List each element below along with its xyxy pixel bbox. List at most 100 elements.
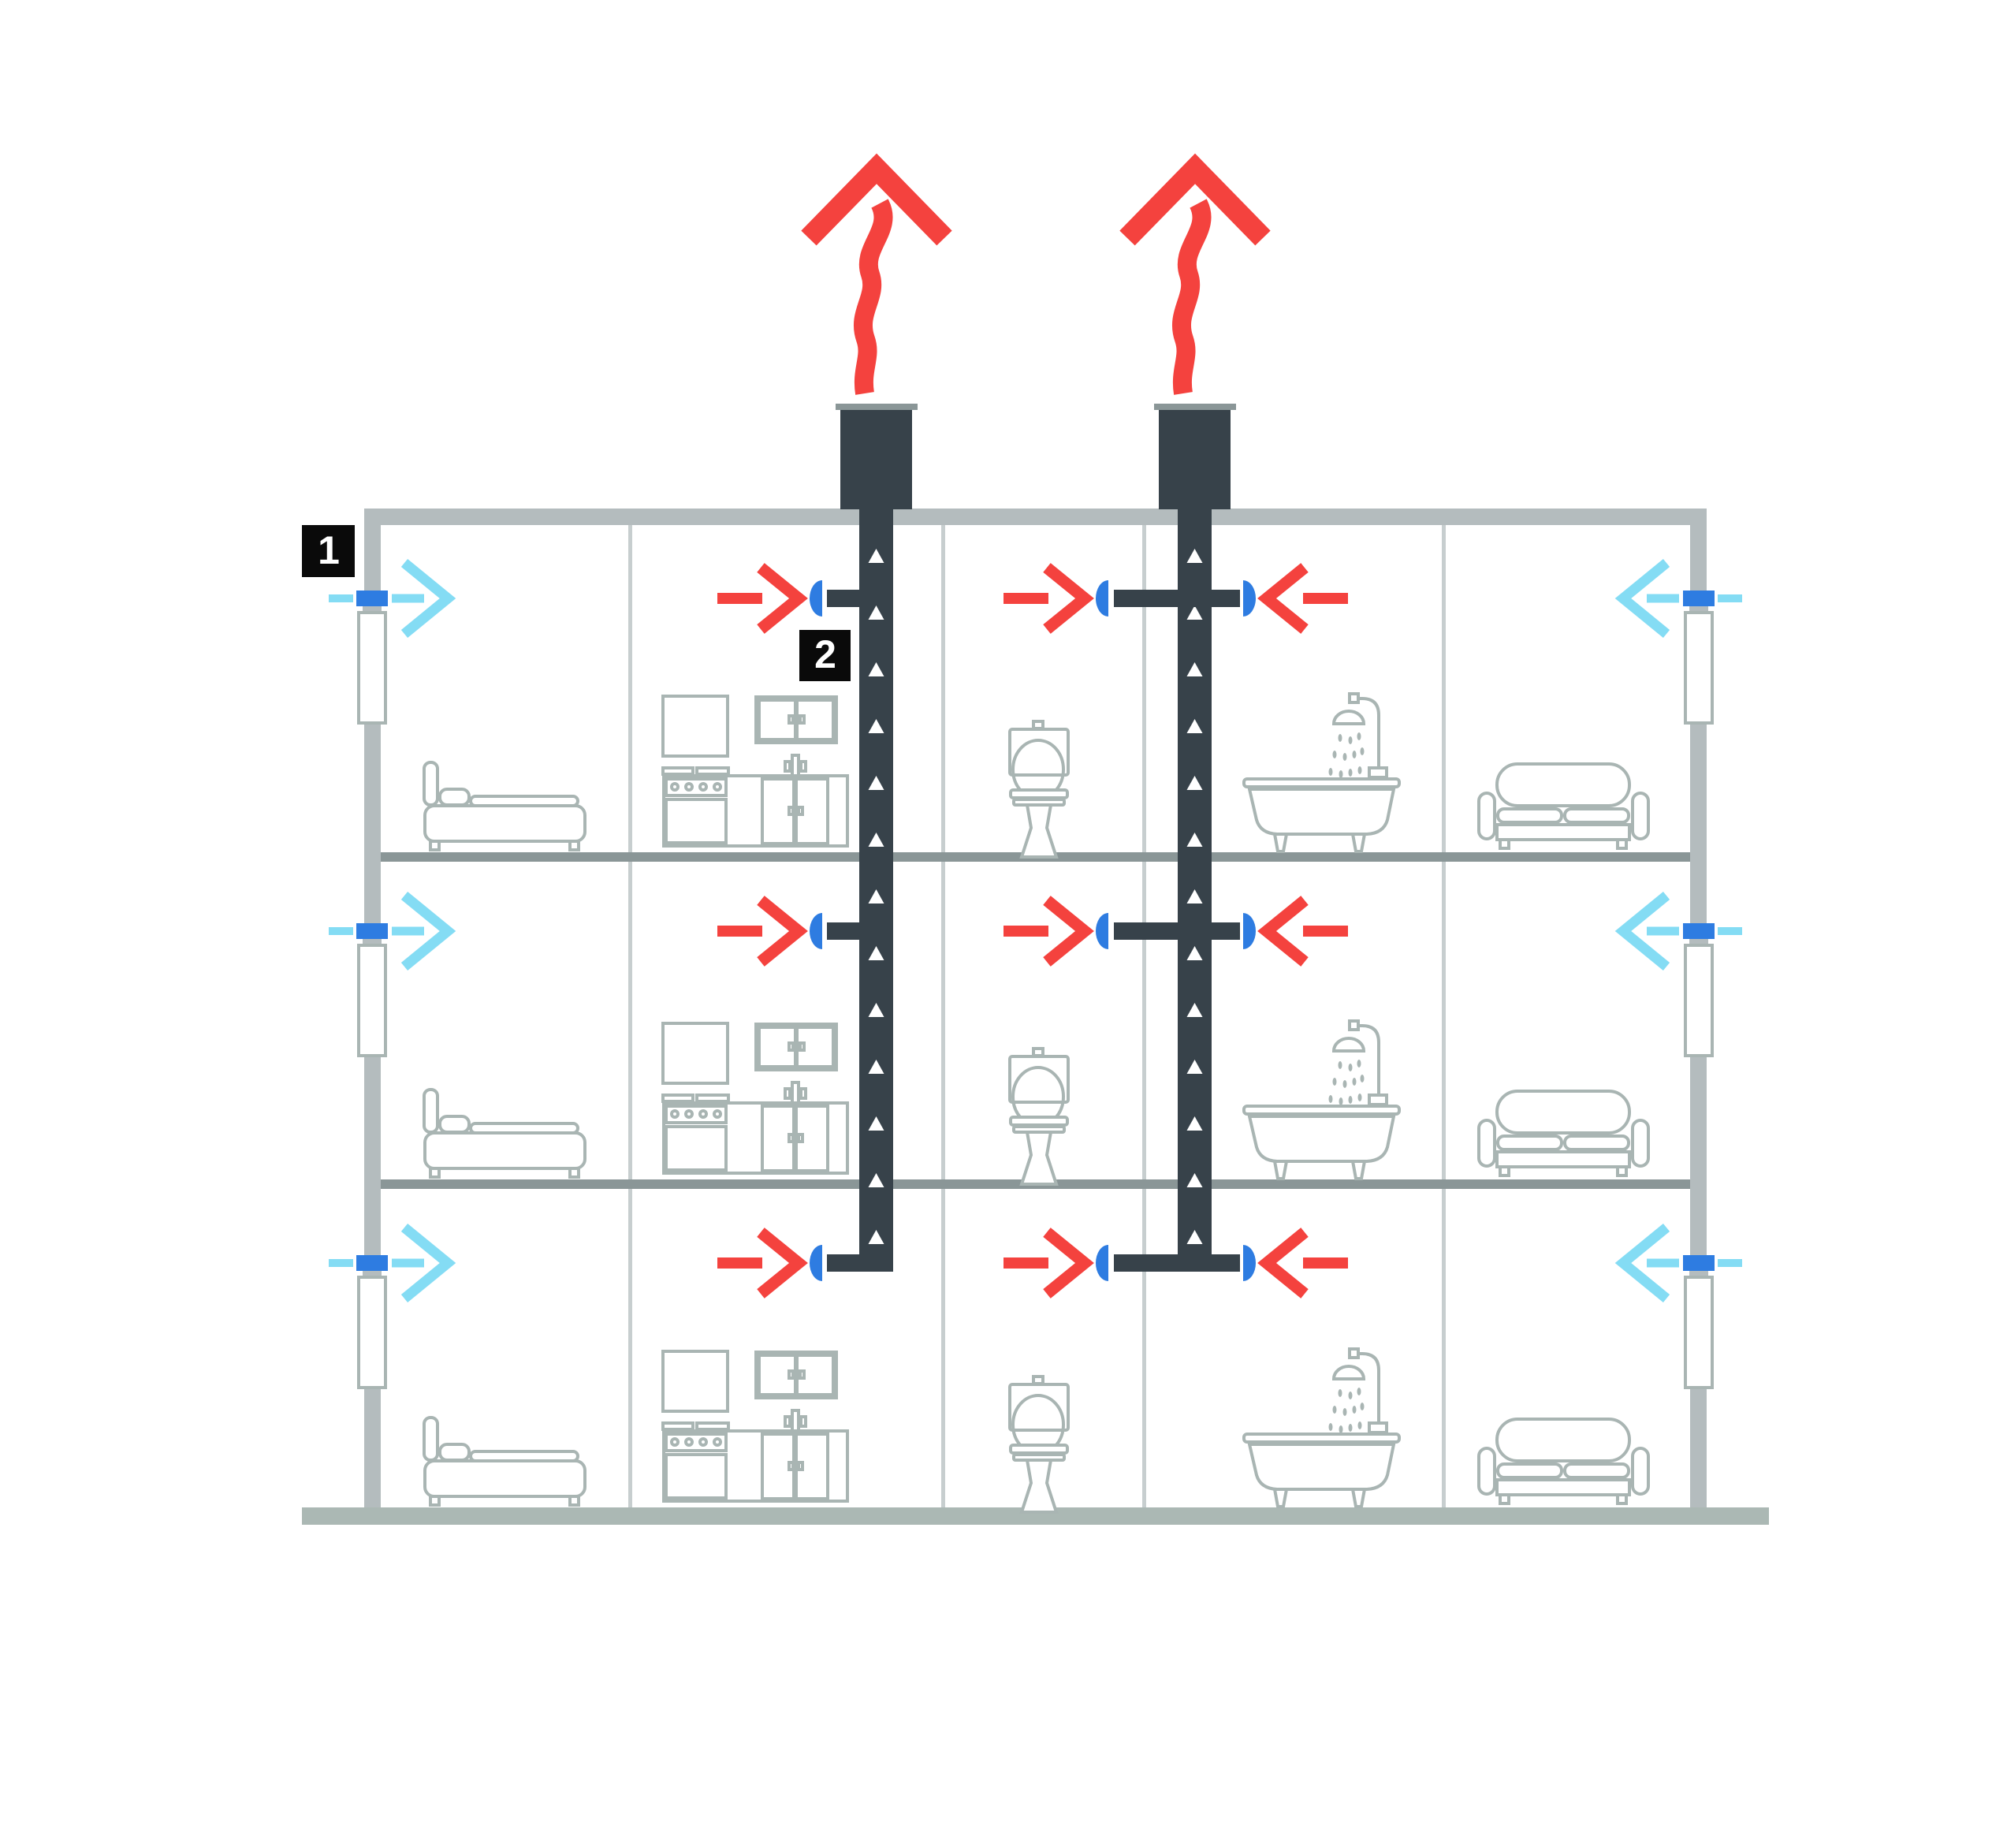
chimney-cap (836, 404, 918, 410)
exhaust-branch-floor2-stack1 (717, 896, 861, 967)
supply-air-arrow-icon (392, 594, 424, 603)
exhaust-air-arrow-icon (1043, 563, 1094, 634)
exhaust-air-arrow-icon (757, 896, 808, 967)
roof-exhaust-arrows (801, 153, 1271, 395)
air-valve-icon (1096, 913, 1108, 949)
exhaust-air-arrow-icon (1303, 926, 1348, 937)
flow-triangle-icon (868, 1173, 884, 1187)
toilet-icon (1008, 1375, 1070, 1514)
flow-triangle-icon (868, 1230, 884, 1244)
outdoor-air-dash-icon (329, 1259, 353, 1267)
supply-air-arrow-icon (1614, 891, 1670, 971)
bed-icon (423, 1416, 586, 1507)
exhaust-branch-floor1-stack2 (1004, 563, 1348, 634)
partition-walls (628, 525, 1446, 1507)
supply-air-arrow-icon (1614, 558, 1670, 639)
callout-2-box (799, 630, 851, 681)
supply-vent-floor1-right (1614, 558, 1742, 725)
branch-duct (1114, 922, 1240, 940)
callout-1-label: 1 (318, 528, 340, 572)
supply-air-arrow-icon (1614, 1223, 1670, 1303)
flow-triangle-icon (868, 946, 884, 960)
exhaust-air-arrow-icon (1303, 1257, 1348, 1269)
chimney-cap (1154, 404, 1236, 410)
flow-triangle-icon (1186, 1060, 1203, 1074)
air-valve-icon (1096, 580, 1108, 617)
roof (364, 509, 1707, 525)
supply-vent-floor2-left (329, 891, 456, 1057)
chimney-2 (1159, 410, 1231, 509)
branch-duct (827, 590, 861, 607)
air-valve-icon (356, 923, 388, 939)
flow-triangle-icon (1186, 833, 1203, 847)
kitchen-icon (661, 695, 849, 848)
bathtub-shower-icon (1242, 1347, 1401, 1508)
building-structure (302, 509, 1769, 1525)
wall-vent-unit (1684, 944, 1714, 1057)
roof-exhaust-arrow-icon (1119, 153, 1271, 395)
flow-triangle-icon (868, 833, 884, 847)
air-valve-icon (356, 1255, 388, 1271)
flow-triangle-icon (1186, 776, 1203, 790)
duct-flow-triangles (868, 549, 1203, 1244)
outdoor-air-dash-icon (329, 594, 353, 602)
air-valve-icon (1243, 1245, 1256, 1281)
branch-duct (1114, 590, 1240, 607)
exhaust-stacks (836, 404, 1236, 1272)
branch-duct (1114, 1254, 1240, 1272)
branch-duct (827, 922, 861, 940)
supply-air-arrow-icon (392, 926, 424, 936)
air-valve-icon (1683, 1255, 1715, 1271)
outdoor-air-dash-icon (1718, 1259, 1742, 1267)
exhaust-air-arrow-icon (1257, 1228, 1309, 1298)
supply-air-arrow-icon (1647, 926, 1679, 936)
air-valve-icon (1683, 591, 1715, 606)
flow-triangle-icon (868, 889, 884, 904)
supply-air-arrow-icon (400, 891, 456, 971)
flow-triangle-icon (1186, 605, 1203, 620)
flow-triangle-icon (868, 662, 884, 676)
air-valve-icon (1243, 913, 1256, 949)
supply-vent-floor2-right (1614, 891, 1742, 1057)
callout-2-label: 2 (814, 632, 836, 676)
air-valve-icon (1683, 923, 1715, 939)
kitchen-icon (661, 1022, 849, 1175)
flow-triangle-icon (1186, 1003, 1203, 1017)
wall-vent-unit (357, 611, 387, 725)
bed-icon (423, 1088, 586, 1179)
roof-exhaust-arrow-icon (801, 153, 952, 395)
sofa-icon (1477, 762, 1650, 850)
callouts: 1 2 (302, 525, 851, 681)
wall-vent-unit (1684, 611, 1714, 725)
supply-vent-floor3-right (1614, 1223, 1742, 1389)
flow-triangle-icon (1186, 1230, 1203, 1244)
wall-vent-unit (357, 1276, 387, 1389)
exhaust-air-arrow-icon (1257, 563, 1309, 634)
supply-air-arrow-icon (400, 1223, 456, 1303)
toilet-icon (1008, 720, 1070, 859)
sofa-icon (1477, 1090, 1650, 1177)
exhaust-air-arrow-icon (1004, 926, 1048, 937)
flow-triangle-icon (868, 1003, 884, 1017)
supply-vent-floor3-left (329, 1223, 456, 1389)
exhaust-air-arrow-icon (1004, 1257, 1048, 1269)
exhaust-branch-floor3-stack2 (1004, 1228, 1348, 1298)
exhaust-air-arrow-icon (757, 563, 808, 634)
bathtub-shower-icon (1242, 692, 1401, 853)
toilet-icon (1008, 1047, 1070, 1186)
flow-triangle-icon (1186, 1173, 1203, 1187)
wall-vent-unit (1684, 1276, 1714, 1389)
flow-triangle-icon (868, 776, 884, 790)
exhaust-air-arrow-icon (717, 593, 762, 604)
ground-slab (302, 1507, 1769, 1525)
kitchen-icon (661, 1350, 849, 1503)
wall-vent-unit (357, 944, 387, 1057)
flow-triangle-icon (1186, 889, 1203, 904)
flow-triangle-icon (868, 605, 884, 620)
exhaust-air-arrow-icon (1043, 896, 1094, 967)
exhaust-air-arrow-icon (1004, 593, 1048, 604)
air-valve-icon (1096, 1245, 1108, 1281)
exhaust-air-arrow-icon (1043, 1228, 1094, 1298)
flow-triangle-icon (868, 1060, 884, 1074)
